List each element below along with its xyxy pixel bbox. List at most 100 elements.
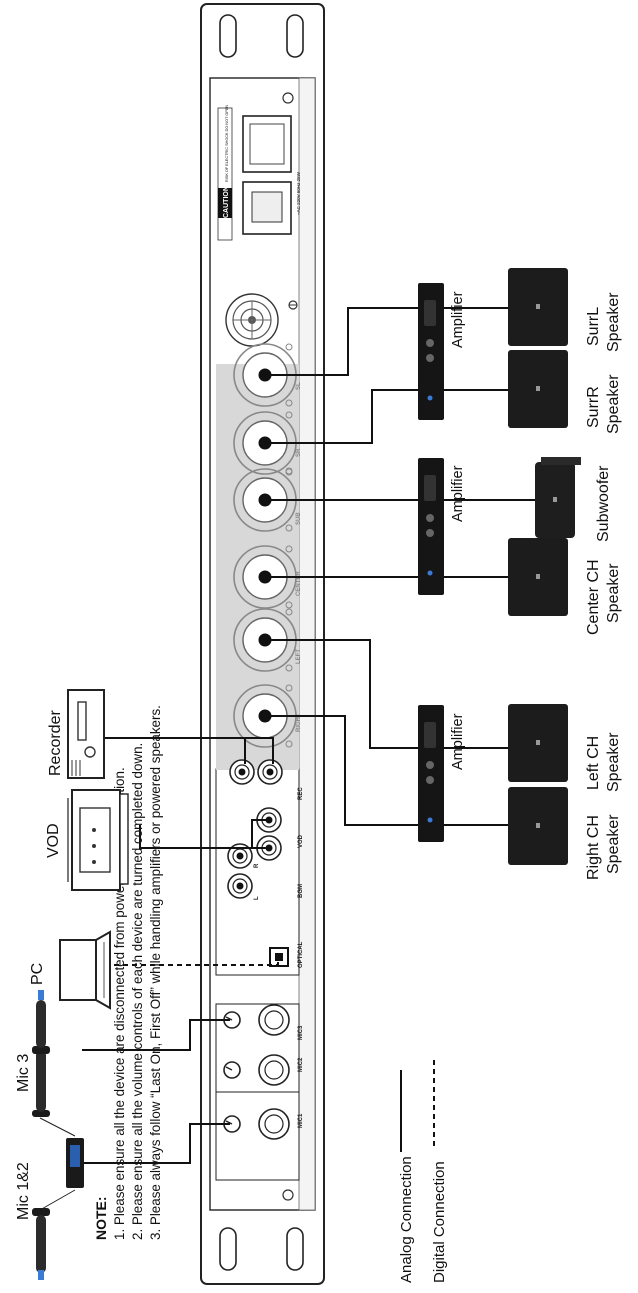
screw — [282, 92, 294, 104]
port-label-sl: SL — [296, 382, 302, 390]
output-jack-sub-screw — [285, 524, 293, 532]
line-in-panel — [215, 768, 300, 976]
port-label-right: RIGHT — [296, 713, 302, 732]
output-jack-left-screw — [285, 664, 293, 672]
bgm-jack-r-pin — [236, 852, 244, 860]
bgm-jack-l-pin — [236, 882, 244, 890]
note-title: NOTE: — [93, 1196, 109, 1240]
output-jack-left-pin — [258, 633, 272, 647]
label-surr-r-2: Speaker — [605, 374, 622, 434]
subwoofer — [535, 457, 581, 538]
microphone-icon — [32, 990, 50, 1054]
rec-jack-l-pin — [238, 768, 246, 776]
speaker-center-ch — [508, 538, 568, 616]
amplifier-3 — [418, 283, 444, 420]
output-jack-center-screw — [285, 545, 293, 553]
digital-cables — [105, 960, 435, 1150]
label-surr-r: SurrR — [585, 386, 602, 428]
speaker-left-ch — [508, 704, 568, 782]
cable-rec-2 — [245, 737, 274, 764]
amplifier-1-label: Amplifier — [450, 713, 466, 770]
mic2-gain-knob-indicator — [225, 1066, 233, 1071]
cable-vod-2 — [139, 825, 267, 849]
port-label-mic2: MIC2 — [298, 1057, 304, 1072]
microphone-icon — [32, 1208, 50, 1280]
output-jack-sr-screw — [285, 411, 293, 419]
output-jack-right-screw — [285, 684, 293, 692]
power-rating: ~AC 220V 50Hz 25W — [296, 171, 301, 215]
mic3-gain-knob-indicator — [225, 1016, 233, 1021]
label-recorder: Recorder — [47, 710, 64, 776]
cable-mic12 — [82, 1123, 230, 1164]
speaker-surr-r — [508, 350, 568, 428]
speaker-surr-l — [508, 268, 568, 346]
port-label-rec: REC — [298, 787, 304, 800]
note-line-2: 2. Please ensure all the volume controls… — [130, 743, 145, 1240]
legend-analog: Analog Connection — [398, 1156, 415, 1283]
port-label-left: LEFT — [296, 649, 302, 664]
analog-cables — [82, 307, 535, 1164]
amplifier-2 — [418, 458, 444, 595]
label-subwoofer: Subwoofer — [595, 465, 612, 542]
label-pc: PC — [29, 963, 46, 985]
warning-text: RISK OF ELECTRIC SHOCK DO NOT OPEN — [225, 105, 229, 182]
mount-slot — [286, 1227, 304, 1271]
recorder-icon — [67, 689, 105, 779]
port-labels: MIC1 MIC2 MIC3 OPTICAL BGM VOD REC L R R… — [254, 382, 304, 1128]
port-label-optical: OPTICAL — [298, 941, 304, 968]
laptop-icon — [59, 930, 111, 1010]
optical-port-core — [275, 953, 283, 961]
rec-panel — [216, 740, 299, 770]
label-surr-l-2: Speaker — [605, 292, 622, 352]
cooling-fan — [225, 293, 279, 347]
cable-sl-out — [270, 307, 418, 376]
speaker-right-ch — [508, 787, 568, 865]
mic1-gain-knob-indicator — [225, 1120, 233, 1125]
amplifier-2-label: Amplifier — [450, 465, 466, 522]
cable-mic3 — [82, 1019, 230, 1051]
label-left-ch: Left CH — [585, 736, 602, 790]
port-label-sub: SUB — [296, 512, 302, 525]
output-jack-sr-pin — [258, 436, 272, 450]
power-inlet — [242, 115, 292, 173]
label-mic3: Mic 3 — [15, 1054, 32, 1092]
label-vod: VOD — [45, 823, 62, 858]
caution-text: CAUTION — [223, 186, 230, 218]
note-line-3: 3. Please always follow “Last On, First … — [148, 705, 163, 1240]
mic2-jack-inner — [264, 1060, 284, 1080]
mount-slot — [219, 14, 237, 58]
mic1-jack-inner — [264, 1114, 284, 1134]
cable-left-out — [270, 639, 418, 749]
label-surr-l: SurrL — [585, 307, 602, 346]
output-jack-sub-pin — [258, 493, 272, 507]
output-jack-sl-screw — [285, 399, 293, 407]
output-jack-right-pin — [258, 709, 272, 723]
legend-digital: Digital Connection — [431, 1161, 448, 1283]
port-label-vod: VOD — [298, 834, 304, 848]
port-label-l: L — [254, 896, 260, 900]
mic3-jack-inner — [264, 1010, 284, 1030]
port-label-sr: SR — [296, 448, 302, 457]
label-left-ch-2: Speaker — [605, 732, 622, 792]
port-label-mic3: MIC3 — [298, 1025, 304, 1040]
port-label-center: CENTER — [296, 571, 302, 596]
output-jack-sl-screw — [285, 343, 293, 351]
label-center-ch-2: Speaker — [605, 563, 622, 623]
wireless-receiver — [39, 1117, 84, 1211]
amplifier-3-label: Amplifier — [450, 291, 466, 348]
amplifier-1 — [418, 705, 444, 842]
mount-slot — [286, 14, 304, 58]
rec-jack-r-pin — [266, 768, 274, 776]
port-label-bgm: BGM — [298, 884, 304, 898]
cable-optical — [105, 960, 279, 966]
vod-player-icon — [67, 789, 129, 891]
output-jack-right-screw — [285, 740, 293, 748]
output-jack-left-screw — [285, 608, 293, 616]
label-right-ch-2: Speaker — [605, 814, 622, 874]
output-jack-center-screw — [285, 601, 293, 609]
cable-right-out — [270, 715, 418, 826]
port-label-r: R — [254, 863, 260, 868]
output-jack-sl-pin — [258, 368, 272, 382]
port-label-mic1: MIC1 — [298, 1113, 304, 1128]
